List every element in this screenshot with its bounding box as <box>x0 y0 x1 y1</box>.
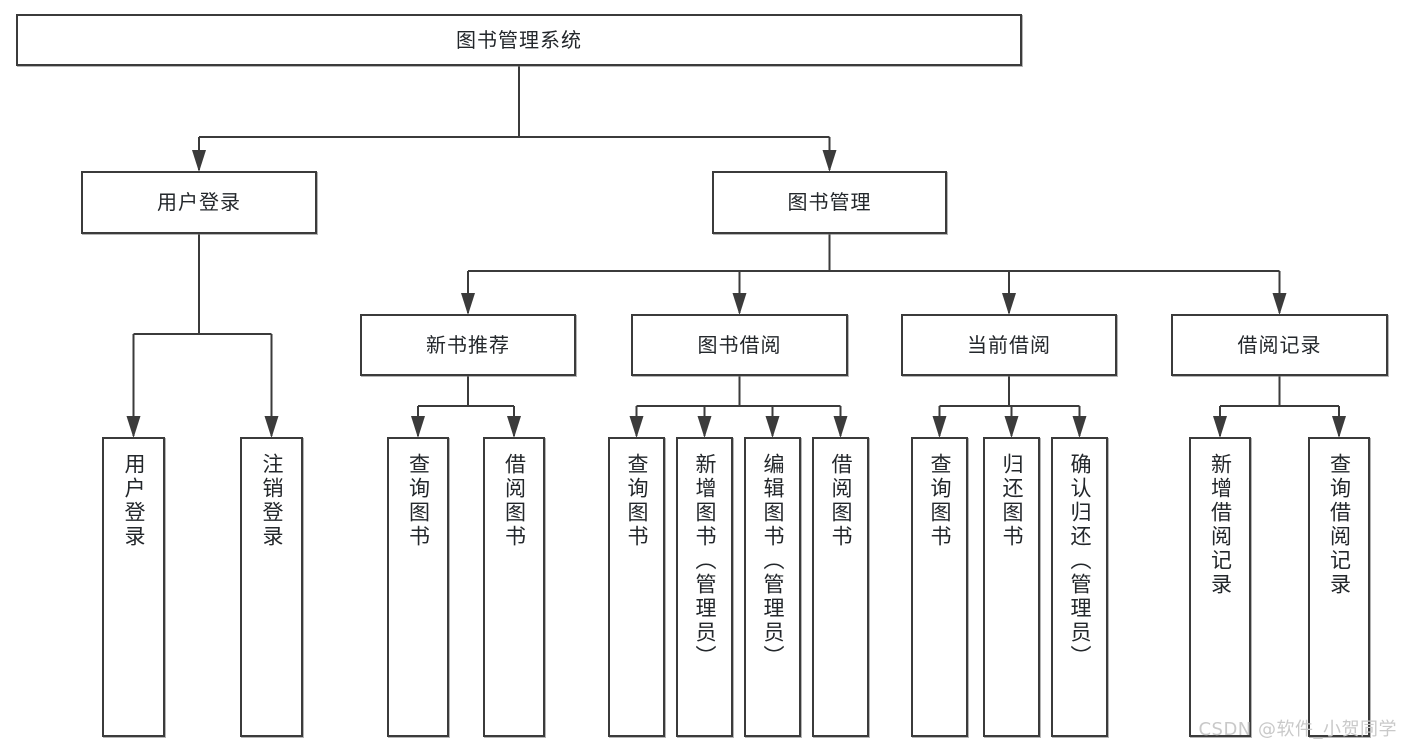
node-leaf-borrow-1[interactable]: 借阅图书 <box>483 437 545 737</box>
node-leaf-query-rec[interactable]: 查询借阅记录 <box>1308 437 1370 737</box>
node-leaf-add-record[interactable]: 新增借阅记录 <box>1189 437 1251 737</box>
node-label: 图书借阅 <box>697 332 782 357</box>
node-leaf-return[interactable]: 归还图书 <box>983 437 1040 737</box>
node-label: 查询借阅记录 <box>1327 453 1352 597</box>
node-leaf-query-2[interactable]: 查询图书 <box>608 437 665 737</box>
node-label: 查询图书 <box>928 453 952 549</box>
node-label: 新书推荐 <box>426 332 510 357</box>
node-new-book-rec[interactable]: 新书推荐 <box>360 314 576 376</box>
node-label: 查询图书 <box>406 453 431 549</box>
node-label: 图书管理系统 <box>456 27 582 52</box>
node-leaf-confirm[interactable]: 确认归还（管理员） <box>1051 437 1108 737</box>
node-label: 注销登录 <box>260 453 284 549</box>
node-leaf-add-book[interactable]: 新增图书（管理员） <box>676 437 733 737</box>
node-label: 用户登录 <box>157 190 241 214</box>
node-leaf-borrow-2[interactable]: 借阅图书 <box>812 437 869 737</box>
node-label: 借阅图书 <box>502 453 527 549</box>
node-borrow-record[interactable]: 借阅记录 <box>1171 314 1388 376</box>
node-current-borrow[interactable]: 当前借阅 <box>901 314 1117 376</box>
node-label: 当前借阅 <box>967 332 1051 357</box>
node-root[interactable]: 图书管理系统 <box>16 14 1022 66</box>
node-label: 查询图书 <box>625 453 649 549</box>
node-label: 用户登录 <box>122 453 146 549</box>
node-leaf-user-login[interactable]: 用户登录 <box>102 437 165 737</box>
node-label: 确认归还（管理员） <box>1068 453 1092 669</box>
node-leaf-query-1[interactable]: 查询图书 <box>387 437 449 737</box>
node-label: 新增借阅记录 <box>1208 453 1233 597</box>
node-label: 归还图书 <box>1000 453 1024 549</box>
node-label: 借阅记录 <box>1237 332 1322 357</box>
node-label: 借阅图书 <box>829 453 853 549</box>
node-leaf-query-3[interactable]: 查询图书 <box>911 437 968 737</box>
watermark-label: CSDN @软件_小贺同学 <box>1198 719 1397 740</box>
node-label: 图书管理 <box>787 190 872 214</box>
node-leaf-logout[interactable]: 注销登录 <box>240 437 303 737</box>
node-user-login[interactable]: 用户登录 <box>81 171 317 234</box>
node-book-borrow[interactable]: 图书借阅 <box>631 314 848 376</box>
node-label: 编辑图书（管理员） <box>761 453 785 669</box>
node-book-manage[interactable]: 图书管理 <box>712 171 947 234</box>
node-label: 新增图书（管理员） <box>693 453 717 669</box>
node-leaf-edit-book[interactable]: 编辑图书（管理员） <box>744 437 801 737</box>
